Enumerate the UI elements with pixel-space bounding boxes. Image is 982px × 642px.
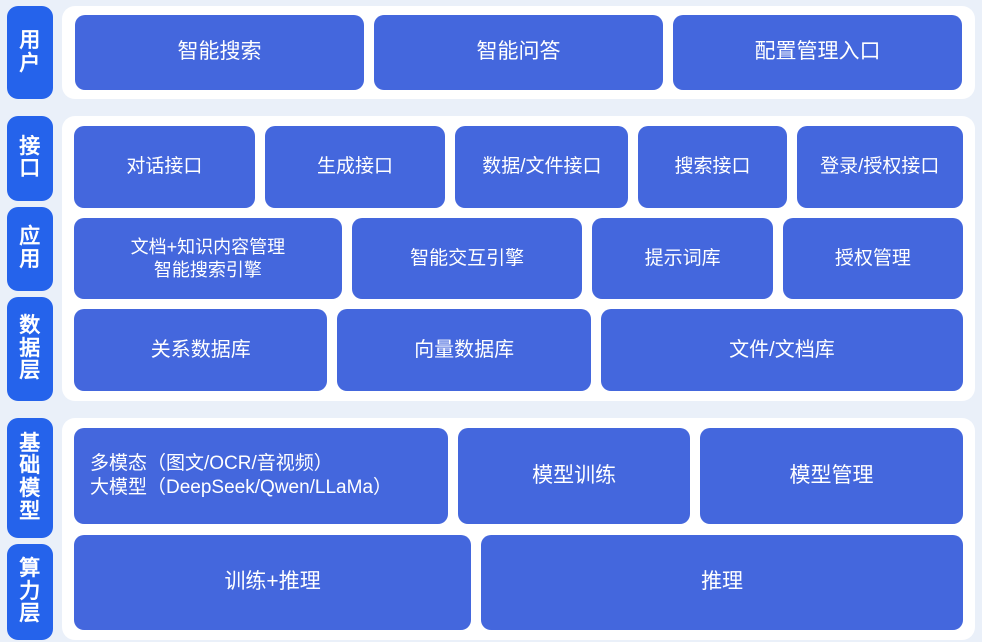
box-search-interface[interactable]: 搜索接口	[638, 126, 787, 208]
box-model-management[interactable]: 模型管理	[700, 428, 963, 524]
box-login-auth-interface[interactable]: 登录/授权接口	[796, 126, 964, 208]
box-relational-database-line-1: 关系数据库	[150, 338, 251, 361]
panel-base: 多模态（图文/OCR/音视频） 大模型（DeepSeek/Qwen/LLaMa）…	[62, 418, 975, 640]
row-user: 智能搜索 智能问答 配置管理入口	[75, 15, 962, 90]
side-label-base-model-text: 基础模型	[19, 431, 41, 523]
box-dialog-interface-line-1: 对话接口	[126, 155, 203, 177]
side-label-user-text: 用户	[19, 28, 41, 75]
box-multimodal-large-model-line-2: 大模型（DeepSeek/Qwen/LLaMa）	[90, 476, 393, 498]
box-vector-database[interactable]: 向量数据库	[337, 309, 591, 392]
layer-group-base: 基础模型 算力层 多模态（图文/OCR/音视频） 大模型（DeepSeek/Qw…	[7, 418, 975, 640]
box-file-document-store[interactable]: 文件/文档库	[600, 309, 963, 392]
box-intelligent-search[interactable]: 智能搜索	[75, 15, 364, 90]
box-training-and-inference-line-1: 训练+推理	[224, 570, 321, 594]
panel-user: 智能搜索 智能问答 配置管理入口	[62, 6, 975, 99]
box-document-knowledge-management-line-2: 智能搜索引擎	[153, 259, 262, 280]
box-training-and-inference[interactable]: 训练+推理	[74, 534, 472, 630]
side-label-base-model: 基础模型	[7, 418, 53, 539]
box-config-management-entry-line-1: 配置管理入口	[754, 40, 881, 64]
box-authorization-management[interactable]: 授权管理	[782, 217, 963, 300]
box-authorization-management-line-1: 授权管理	[834, 247, 911, 269]
box-model-training[interactable]: 模型训练	[458, 428, 691, 524]
row-compute: 训练+推理 推理	[74, 534, 963, 630]
box-generation-interface[interactable]: 生成接口	[264, 126, 446, 208]
box-vector-database-line-1: 向量数据库	[414, 338, 515, 361]
box-data-file-interface-line-1: 数据/文件接口	[482, 155, 602, 177]
side-label-data-layer-text: 数据层	[19, 314, 41, 383]
box-search-interface-line-1: 搜索接口	[674, 155, 751, 177]
side-label-stack-user: 用户	[7, 6, 53, 99]
box-prompt-library-line-1: 提示词库	[644, 247, 721, 269]
side-label-compute-layer-text: 算力层	[19, 557, 41, 626]
side-label-application-text: 应用	[19, 225, 41, 271]
box-inference-line-1: 推理	[701, 570, 744, 594]
layer-group-middle: 接口 应用 数据层 对话接口 生成接口 数据/文件接口	[7, 116, 975, 401]
box-intelligent-qa-line-1: 智能问答	[476, 40, 561, 64]
box-intelligent-search-line-1: 智能搜索	[177, 40, 262, 64]
row-application: 文档+知识内容管理 智能搜索引擎 智能交互引擎 提示词库 授权管理	[74, 217, 963, 300]
side-label-user: 用户	[7, 6, 53, 99]
box-model-training-line-1: 模型训练	[532, 463, 617, 487]
box-data-file-interface[interactable]: 数据/文件接口	[455, 126, 629, 208]
box-intelligent-qa[interactable]: 智能问答	[374, 15, 663, 90]
box-document-knowledge-management[interactable]: 文档+知识内容管理 智能搜索引擎	[74, 217, 342, 300]
box-generation-interface-line-1: 生成接口	[317, 155, 394, 177]
box-intelligent-interaction-engine[interactable]: 智能交互引擎	[351, 217, 583, 300]
box-inference[interactable]: 推理	[481, 534, 963, 630]
side-label-stack-middle: 接口 应用 数据层	[7, 116, 53, 401]
row-data: 关系数据库 向量数据库 文件/文档库	[74, 309, 963, 392]
box-intelligent-interaction-engine-line-1: 智能交互引擎	[410, 247, 525, 269]
box-dialog-interface[interactable]: 对话接口	[74, 126, 255, 208]
box-file-document-store-line-1: 文件/文档库	[729, 338, 835, 361]
box-multimodal-large-model[interactable]: 多模态（图文/OCR/音视频） 大模型（DeepSeek/Qwen/LLaMa）	[74, 428, 449, 524]
box-login-auth-interface-line-1: 登录/授权接口	[820, 155, 940, 177]
side-label-application: 应用	[7, 206, 53, 292]
side-label-stack-base: 基础模型 算力层	[7, 418, 53, 640]
side-label-data-layer: 数据层	[7, 297, 53, 401]
layer-group-user: 用户 智能搜索 智能问答 配置管理入口	[7, 6, 975, 99]
box-model-management-line-1: 模型管理	[789, 463, 874, 487]
side-label-interface-text: 接口	[19, 134, 41, 181]
box-multimodal-large-model-line-1: 多模态（图文/OCR/音视频）	[90, 453, 333, 474]
box-relational-database[interactable]: 关系数据库	[74, 309, 328, 392]
box-document-knowledge-management-line-1: 文档+知识内容管理	[130, 237, 286, 257]
box-config-management-entry[interactable]: 配置管理入口	[673, 15, 962, 90]
row-interface: 对话接口 生成接口 数据/文件接口 搜索接口 登录/授权接口	[74, 126, 964, 208]
panel-middle: 对话接口 生成接口 数据/文件接口 搜索接口 登录/授权接口 文档+知识内容管理	[62, 116, 975, 401]
side-label-interface: 接口	[7, 116, 53, 201]
box-prompt-library[interactable]: 提示词库	[592, 217, 773, 300]
side-label-compute-layer: 算力层	[7, 544, 53, 640]
row-model: 多模态（图文/OCR/音视频） 大模型（DeepSeek/Qwen/LLaMa）…	[74, 428, 963, 524]
